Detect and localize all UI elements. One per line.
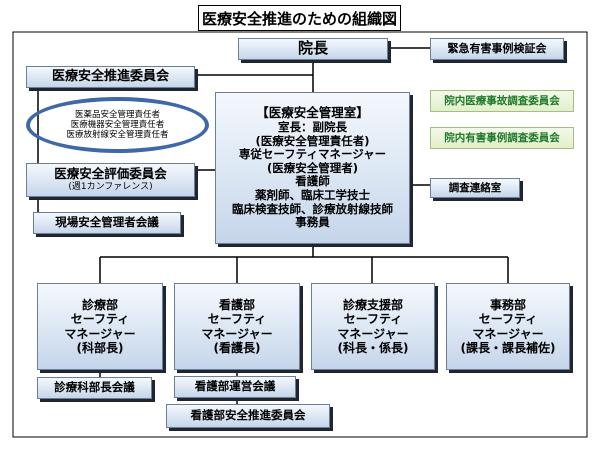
liaison-office-label: 調査連絡室	[448, 181, 502, 194]
outer-border	[12, 31, 588, 438]
liaison-office-box: 調査連絡室	[430, 178, 520, 198]
department-line: (科長・係長)	[337, 340, 409, 355]
nursing-safety-committee-label: 看護部安全推進委員会	[190, 408, 306, 423]
responsible-person-device: 医療機器安全管理責任者	[70, 119, 165, 130]
director-label: 院長	[297, 39, 328, 58]
accident-committee-box: 院内医療事故調査委員会	[430, 90, 574, 112]
safety-office-box: 【医療安全管理室】 室長：副院長 (医療安全管理責任者) 専従セーフティマネージ…	[215, 92, 410, 244]
responsible-person-drug: 医薬品安全管理責任者	[74, 109, 160, 120]
chart-title-text: 医療安全推進のための組織図	[201, 9, 397, 28]
department-line: マネージャー	[64, 326, 136, 341]
safety-office-heading: 【医療安全管理室】	[256, 105, 369, 121]
medical-meeting-box: 診療科部長会議	[37, 377, 152, 399]
department-line: セーフティ	[478, 312, 538, 327]
department-line: セーフティ	[207, 312, 267, 327]
responsible-persons-ellipse: 医薬品安全管理責任者 医療機器安全管理責任者 医療放射線安全管理責任者	[26, 97, 209, 153]
safety-office-line: 薬剤師、臨床工学技士	[255, 187, 370, 202]
department-line: 診療支援部	[342, 298, 403, 313]
medical-meeting-label: 診療科部長会議	[54, 380, 135, 395]
emergency-committee-box: 緊急有害事例検証会	[430, 38, 564, 60]
department-line: (課長・課長補佐)	[460, 340, 556, 355]
department-line: マネージャー	[201, 326, 273, 341]
chart-title: 医療安全推進のための組織図	[198, 5, 401, 31]
department-line: マネージャー	[472, 326, 544, 341]
director-box: 院長	[238, 38, 388, 60]
department-line: セーフティ	[70, 312, 130, 327]
safety-office-line: 臨床検査技師、診療放射線技師	[232, 201, 393, 216]
department-line: セーフティ	[343, 312, 403, 327]
site-meeting-label: 現場安全管理者会議	[55, 215, 159, 230]
department-box-admin: 事務部 セーフティ マネージャー (課長・課長補佐)	[446, 283, 570, 370]
promotion-committee-box: 医療安全推進委員会	[26, 66, 195, 88]
safety-office-line: 専従セーフティマネージャー	[238, 147, 387, 162]
safety-office-line: 室長：副院長	[278, 120, 347, 135]
emergency-committee-label: 緊急有害事例検証会	[447, 41, 547, 55]
department-box-medical: 診療部 セーフティ マネージャー (科部長)	[37, 283, 163, 370]
promotion-committee-label: 医療安全推進委員会	[51, 69, 169, 85]
department-box-support: 診療支援部 セーフティ マネージャー (科長・係長)	[311, 283, 435, 370]
adverse-committee-box: 院内有害事例調査委員会	[430, 127, 574, 149]
safety-office-line: 事務員	[295, 215, 330, 230]
safety-office-line: 看護師	[295, 174, 330, 189]
evaluation-committee-label: 医療安全評価委員会	[54, 166, 167, 182]
responsible-person-radiation: 医療放射線安全管理責任者	[66, 130, 169, 141]
department-line: マネージャー	[337, 326, 409, 341]
nursing-safety-committee-box: 看護部安全推進委員会	[166, 404, 330, 428]
evaluation-committee-sub: (週1カンファレンス)	[68, 182, 153, 193]
department-line: 看護部	[218, 298, 255, 313]
department-box-nursing: 看護部 セーフティ マネージャー (看護長)	[174, 283, 300, 370]
department-line: 事務部	[489, 298, 526, 313]
department-line: 診療部	[81, 298, 118, 313]
department-line: (看護長)	[213, 340, 261, 355]
nursing-meeting-label: 看護部運営会議	[194, 379, 276, 394]
safety-office-line: (医療安全管理者)	[266, 160, 358, 175]
safety-office-line: (医療安全管理責任者)	[255, 133, 370, 148]
nursing-meeting-box: 看護部運営会議	[174, 376, 296, 398]
site-meeting-box: 現場安全管理者会議	[33, 212, 181, 234]
department-line: (科部長)	[76, 340, 124, 355]
evaluation-committee-box: 医療安全評価委員会 (週1カンファレンス)	[26, 163, 195, 197]
adverse-committee-label: 院内有害事例調査委員会	[444, 131, 560, 144]
accident-committee-label: 院内医療事故調査委員会	[444, 94, 560, 107]
